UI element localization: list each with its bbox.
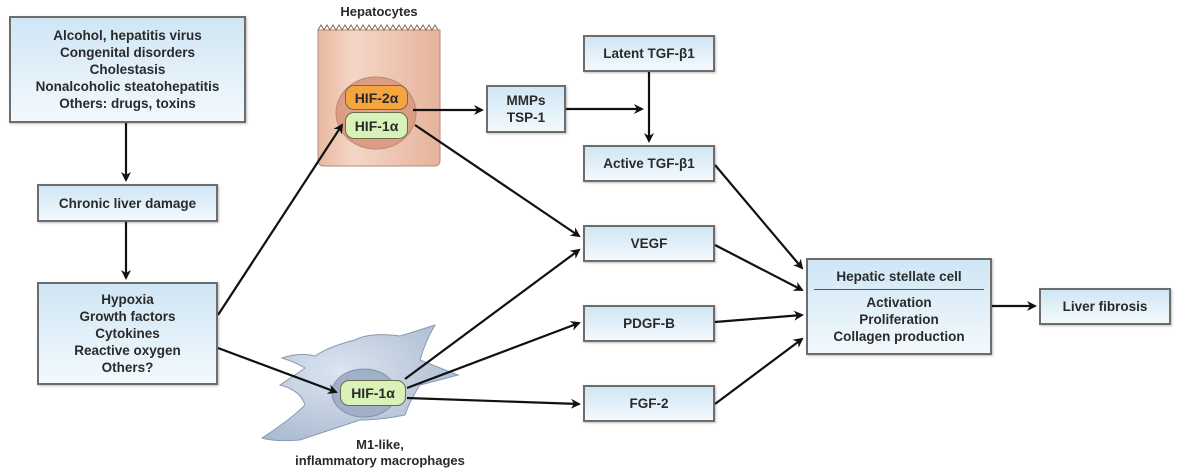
- active-tgf-label: Active TGF-β1: [603, 156, 695, 171]
- chronic-damage-label: Chronic liver damage: [58, 195, 197, 211]
- arrow-hif1-to-vegf: [414, 124, 581, 238]
- latent-tgf-box: Latent TGF-β1: [583, 35, 715, 72]
- stimulus-item: Reactive oxygen: [74, 343, 181, 358]
- arrow-active-tgf-to-hsc: [714, 164, 804, 270]
- liver-fibrosis-label: Liver fibrosis: [1062, 299, 1148, 314]
- pdgf-label: PDGF-B: [623, 316, 675, 331]
- hsc-effect: Proliferation: [859, 312, 939, 327]
- stimulus-item: Hypoxia: [101, 292, 154, 307]
- stimulus-item: Others?: [101, 360, 154, 375]
- mmps-box: MMPs TSP-1: [486, 85, 566, 133]
- arrow-stimuli-to-hepatocyte: [217, 123, 344, 316]
- hsc-title: Hepatic stellate cell: [814, 268, 984, 290]
- pdgf-box: PDGF-B: [583, 305, 715, 342]
- hsc-effect: Collagen production: [833, 329, 965, 344]
- fgf-box: FGF-2: [583, 385, 715, 422]
- arrow-macrophage-to-pdgf: [406, 321, 581, 390]
- arrow-stimuli-to-macrophage: [217, 346, 338, 394]
- hsc-effect: Activation: [866, 295, 932, 310]
- arrow-macrophage-to-fgf: [406, 396, 581, 409]
- cause-item: Alcohol, hepatitis virus: [53, 28, 202, 43]
- liver-fibrosis-box: Liver fibrosis: [1039, 288, 1171, 325]
- hepatocyte-hif2a-badge: HIF-2α: [345, 85, 408, 110]
- macrophage-label-line: M1-like,: [356, 437, 404, 452]
- stimuli-box: Hypoxia Growth factors Cytokines Reactiv…: [37, 282, 218, 385]
- active-tgf-box: Active TGF-β1: [583, 145, 715, 182]
- mmps-label: MMPs: [506, 93, 546, 108]
- arrow-vegf-to-hsc: [714, 244, 804, 291]
- cause-item: Others: drugs, toxins: [59, 96, 196, 111]
- macrophage-hif1a-badge: HIF-1α: [340, 380, 406, 406]
- cause-item: Nonalcoholic steatohepatitis: [35, 79, 220, 94]
- hepatic-stellate-cell-box: Hepatic stellate cell Activation Prolife…: [806, 258, 992, 355]
- cause-item: Congenital disorders: [59, 45, 196, 60]
- microvilli: [317, 24, 439, 31]
- stimulus-item: Cytokines: [95, 326, 160, 341]
- stimulus-item: Growth factors: [79, 309, 176, 324]
- macrophage-label: M1-like, inflammatory macrophages: [265, 437, 495, 469]
- cause-item: Cholestasis: [89, 62, 166, 77]
- arrow-fgf-to-hsc: [714, 337, 804, 405]
- arrow-pdgf-to-hsc: [714, 310, 804, 324]
- macrophage-label-line: inflammatory macrophages: [295, 453, 465, 468]
- hepatocytes-label: Hepatocytes: [340, 4, 418, 19]
- chronic-damage-box: Chronic liver damage: [37, 184, 218, 222]
- fgf-label: FGF-2: [629, 396, 669, 411]
- hepatocyte-hif1a-badge: HIF-1α: [345, 112, 408, 139]
- arrow-macrophage-to-vegf: [404, 248, 581, 380]
- vegf-box: VEGF: [583, 225, 715, 262]
- tsp1-label: TSP-1: [506, 110, 546, 125]
- latent-tgf-label: Latent TGF-β1: [603, 46, 695, 61]
- vegf-label: VEGF: [630, 236, 668, 251]
- causes-box: Alcohol, hepatitis virus Congenital diso…: [9, 16, 246, 123]
